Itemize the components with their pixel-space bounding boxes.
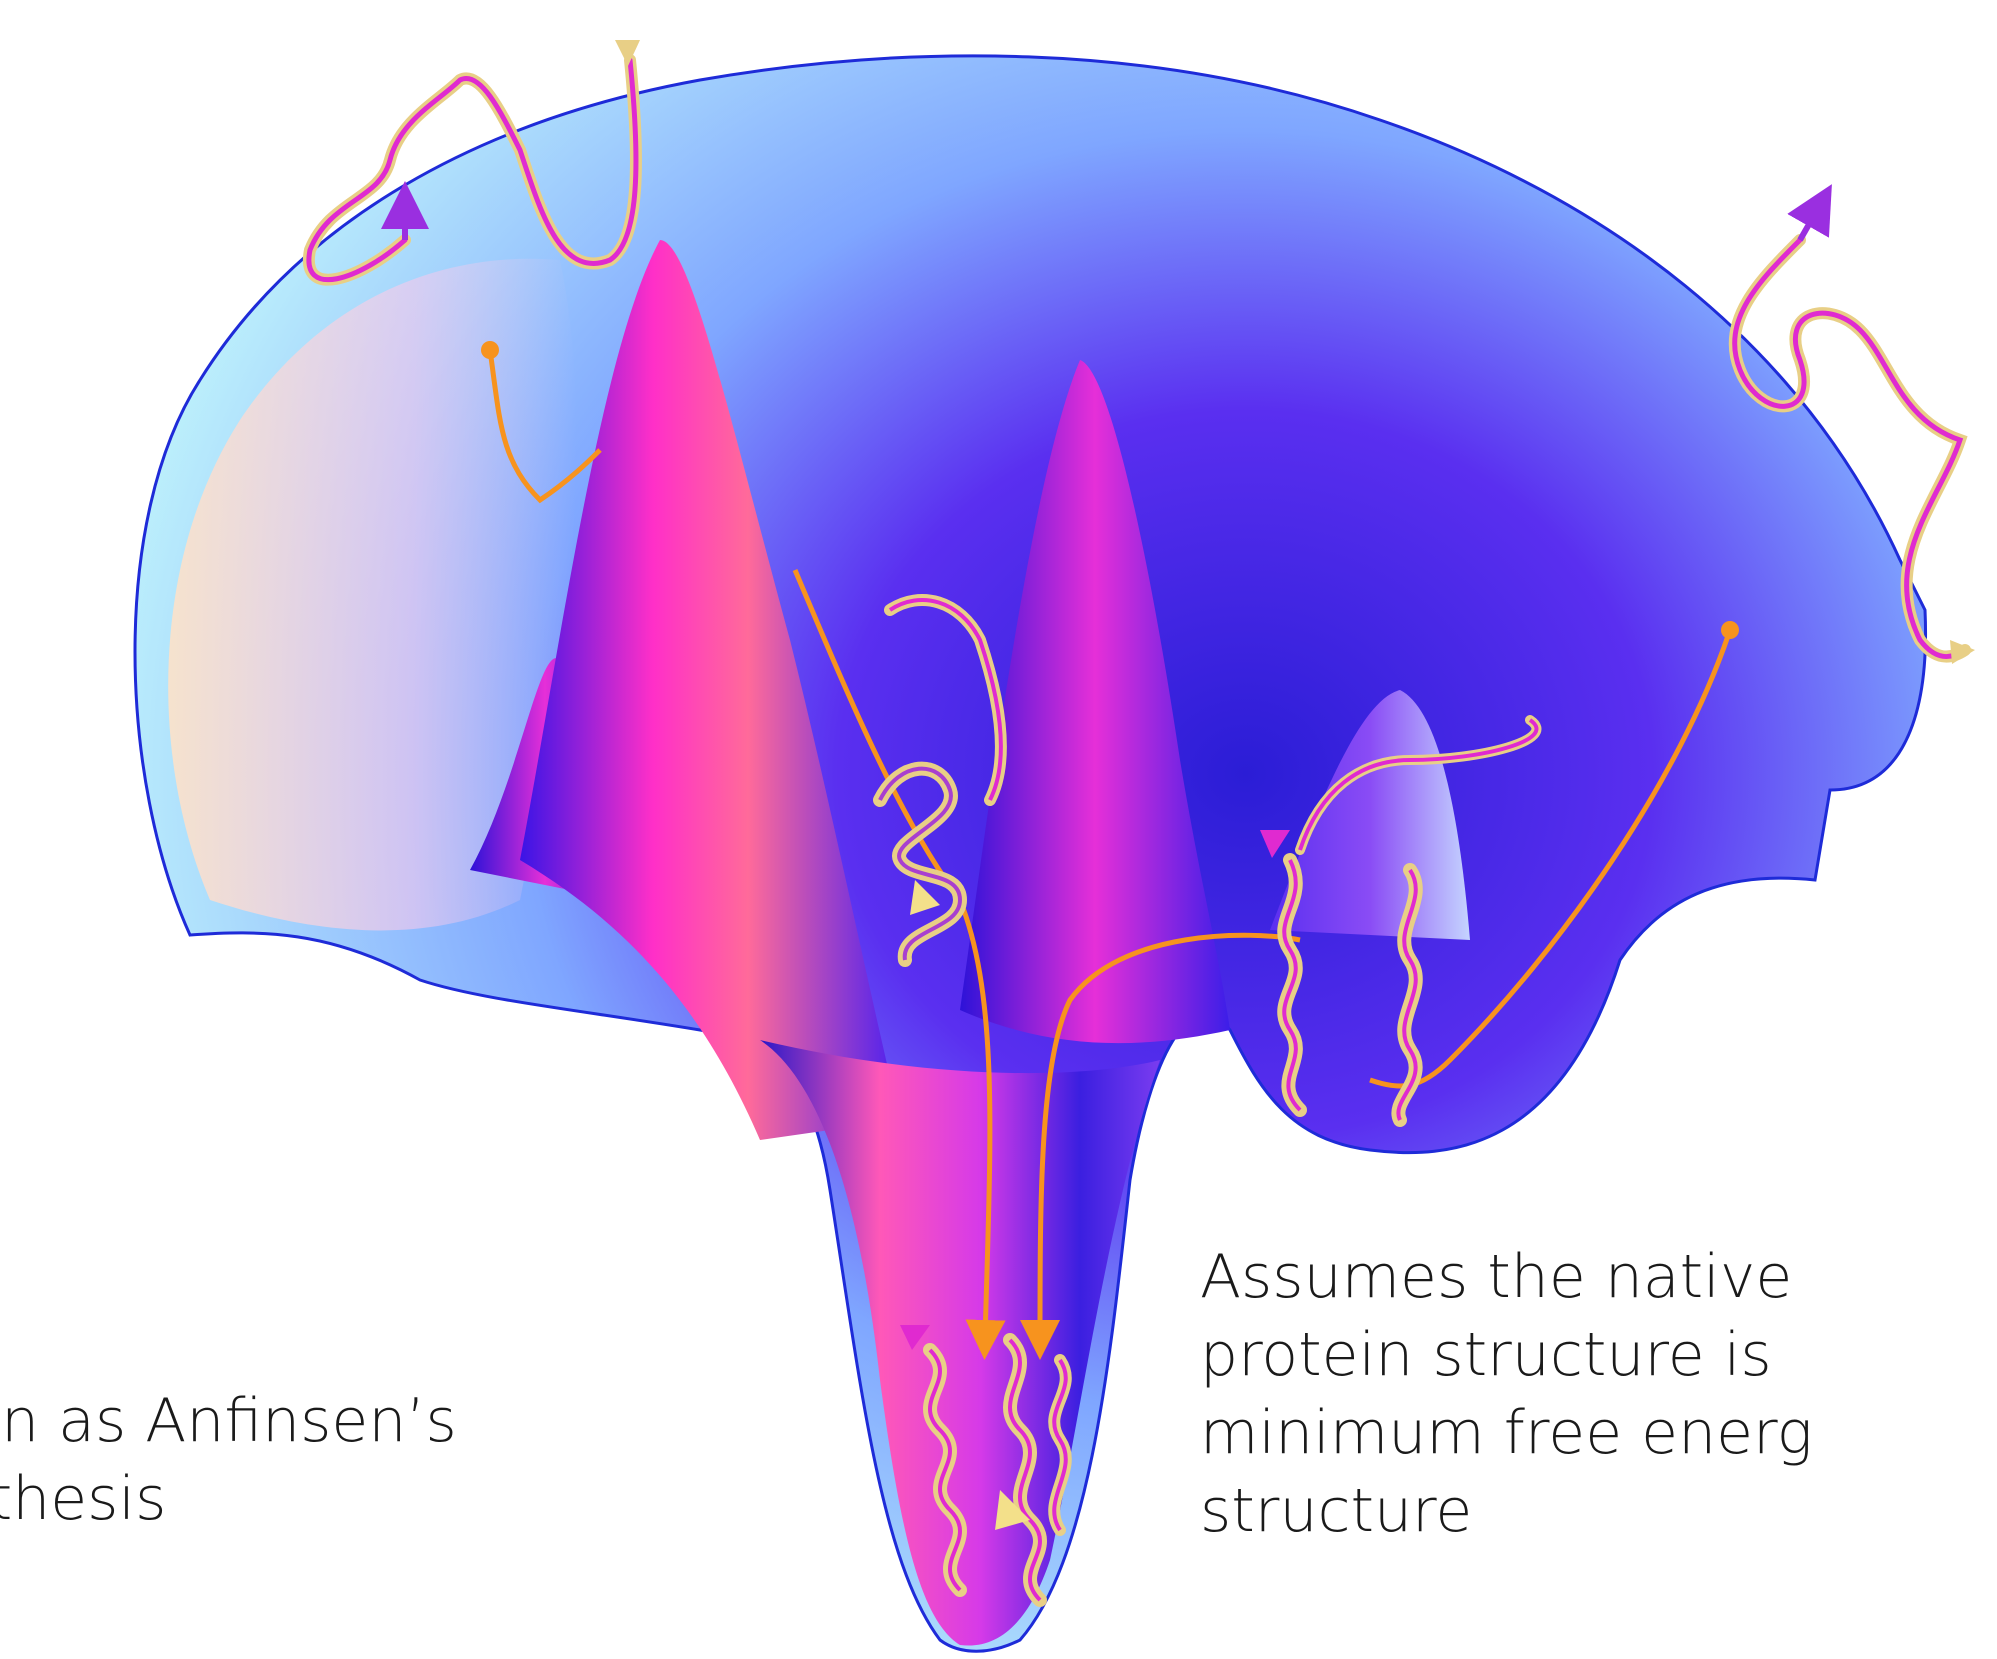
anfinsen-hypothesis-caption: wn as Anfinsen’s othesis [0,1382,457,1538]
caption-line: Assumes the native [1200,1238,1813,1316]
caption-line: structure [1200,1472,1813,1550]
native-structure-caption: Assumes the native protein structure is … [1200,1238,1813,1550]
caption-line: protein structure is [1200,1316,1813,1394]
caption-line: minimum free energ [1200,1394,1813,1472]
caption-line: wn as Anfinsen’s [0,1382,457,1460]
caption-line: othesis [0,1460,457,1538]
pathway-start-dot [481,341,499,359]
pathway-start-dot [1721,621,1739,639]
